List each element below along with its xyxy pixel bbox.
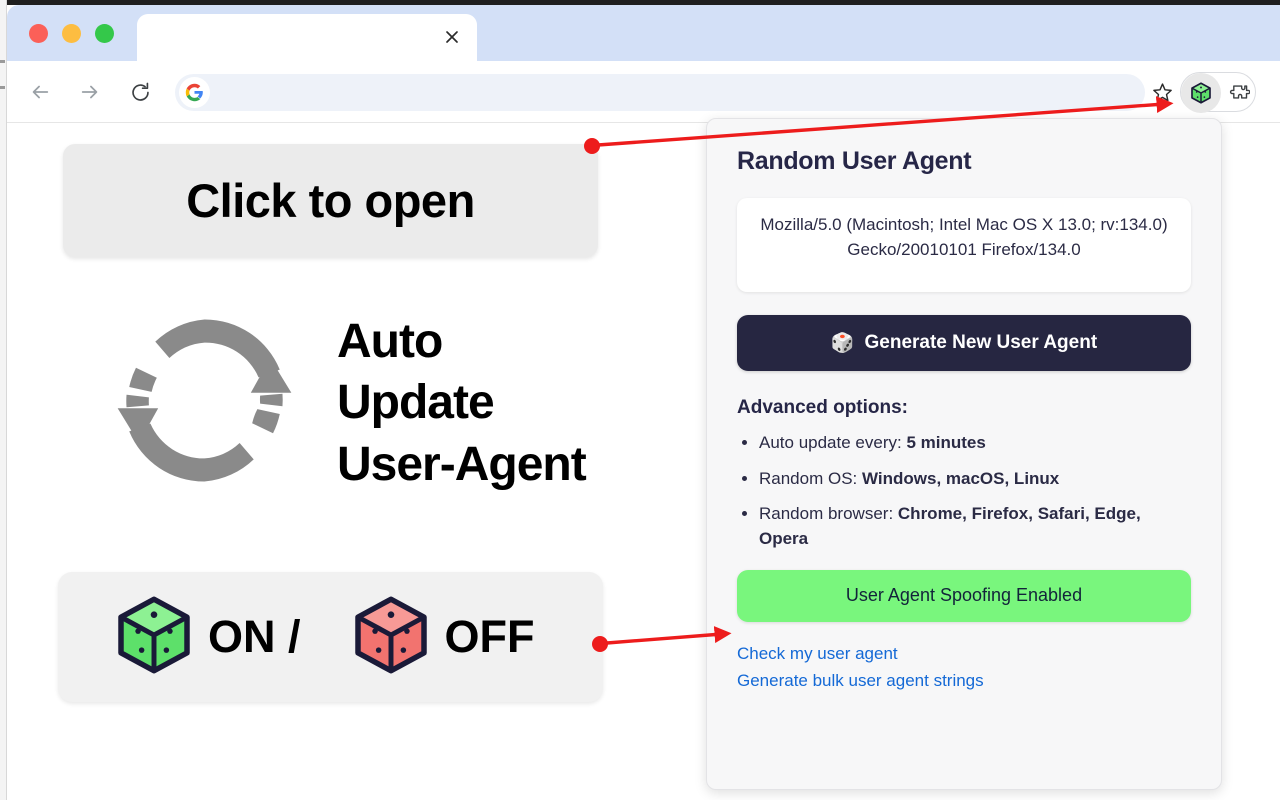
tab-strip	[7, 5, 1280, 61]
on-group[interactable]: ON /	[110, 591, 301, 684]
option-value-1: Windows, macOS, Linux	[862, 468, 1060, 488]
window-top-edge	[0, 0, 1280, 5]
list-item: Auto update every: 5 minutes	[759, 431, 1191, 456]
onoff-card[interactable]: ON / OFF	[58, 572, 603, 702]
window-controls	[29, 24, 114, 43]
bulk-user-agent-link[interactable]: Generate bulk user agent strings	[737, 670, 984, 690]
click-to-open-label: Click to open	[186, 174, 475, 227]
option-label-0: Auto update every:	[759, 433, 902, 452]
reload-icon[interactable]	[125, 77, 155, 107]
advanced-options-list: Auto update every: 5 minutes Random OS: …	[737, 431, 1191, 552]
edge-mark-1	[0, 60, 5, 63]
on-label: ON /	[208, 611, 301, 662]
dice-icon[interactable]	[1181, 73, 1221, 113]
browser-toolbar	[7, 61, 1280, 123]
auto-update-text: Auto Update User-Agent	[337, 311, 587, 495]
click-to-open-card[interactable]: Click to open	[63, 144, 598, 257]
spoofing-button[interactable]: User Agent Spoofing Enabled	[737, 569, 1191, 622]
auto-update-line-3: User-Agent	[337, 437, 587, 491]
address-bar[interactable]	[175, 74, 1145, 111]
puzzle-piece-icon[interactable]	[1221, 73, 1257, 113]
option-value-0: 5 minutes	[906, 433, 986, 452]
forward-arrow-icon[interactable]	[75, 77, 105, 107]
window-minimize-button[interactable]	[62, 24, 81, 43]
off-label: OFF	[444, 611, 535, 662]
extension-popup: Random User Agent Mozilla/5.0 (Macintosh…	[706, 118, 1222, 790]
auto-update-line-2: Update	[337, 376, 495, 430]
refresh-loop-icon	[108, 304, 301, 502]
dice-emoji-icon: 🎲	[830, 333, 855, 354]
back-arrow-icon[interactable]	[25, 77, 55, 107]
close-icon[interactable]	[441, 26, 463, 48]
check-user-agent-link[interactable]: Check my user agent	[737, 643, 898, 663]
popup-title: Random User Agent	[737, 147, 972, 175]
auto-update-section: Auto Update User-Agent	[108, 304, 587, 502]
google-icon	[179, 77, 210, 108]
generate-user-agent-button[interactable]: 🎲 Generate New User Agent	[737, 315, 1191, 371]
option-value-2: Chrome, Firefox, Safari, Edge, Opera	[759, 504, 1141, 548]
edge-mark-2	[0, 86, 5, 89]
popup-links: Check my user agent Generate bulk user a…	[737, 644, 1191, 691]
option-label-2: Random browser:	[759, 504, 894, 524]
list-item: Random browser: Chrome, Firefox, Safari,…	[759, 502, 1191, 551]
green-dice-icon	[110, 591, 198, 684]
extensions-pill	[1180, 72, 1257, 113]
spoofing-button-label: User Agent Spoofing Enabled	[845, 585, 1083, 606]
user-agent-display: Mozilla/5.0 (Macintosh; Intel Mac OS X 1…	[737, 198, 1191, 292]
option-label-1: Random OS:	[759, 468, 858, 488]
list-item: Random OS: Windows, macOS, Linux	[759, 467, 1191, 492]
off-group[interactable]: OFF	[347, 591, 535, 684]
window-close-button[interactable]	[29, 24, 48, 43]
auto-update-line-1: Auto	[337, 314, 443, 368]
browser-tab[interactable]	[137, 14, 477, 61]
red-dice-icon	[347, 591, 435, 684]
window-left-edge	[0, 0, 7, 800]
window-maximize-button[interactable]	[95, 24, 114, 43]
user-agent-string: Mozilla/5.0 (Macintosh; Intel Mac OS X 1…	[760, 215, 1168, 260]
advanced-options-title: Advanced options:	[737, 397, 909, 418]
star-icon[interactable]	[1148, 78, 1176, 106]
generate-user-agent-label: Generate New User Agent	[864, 332, 1098, 353]
